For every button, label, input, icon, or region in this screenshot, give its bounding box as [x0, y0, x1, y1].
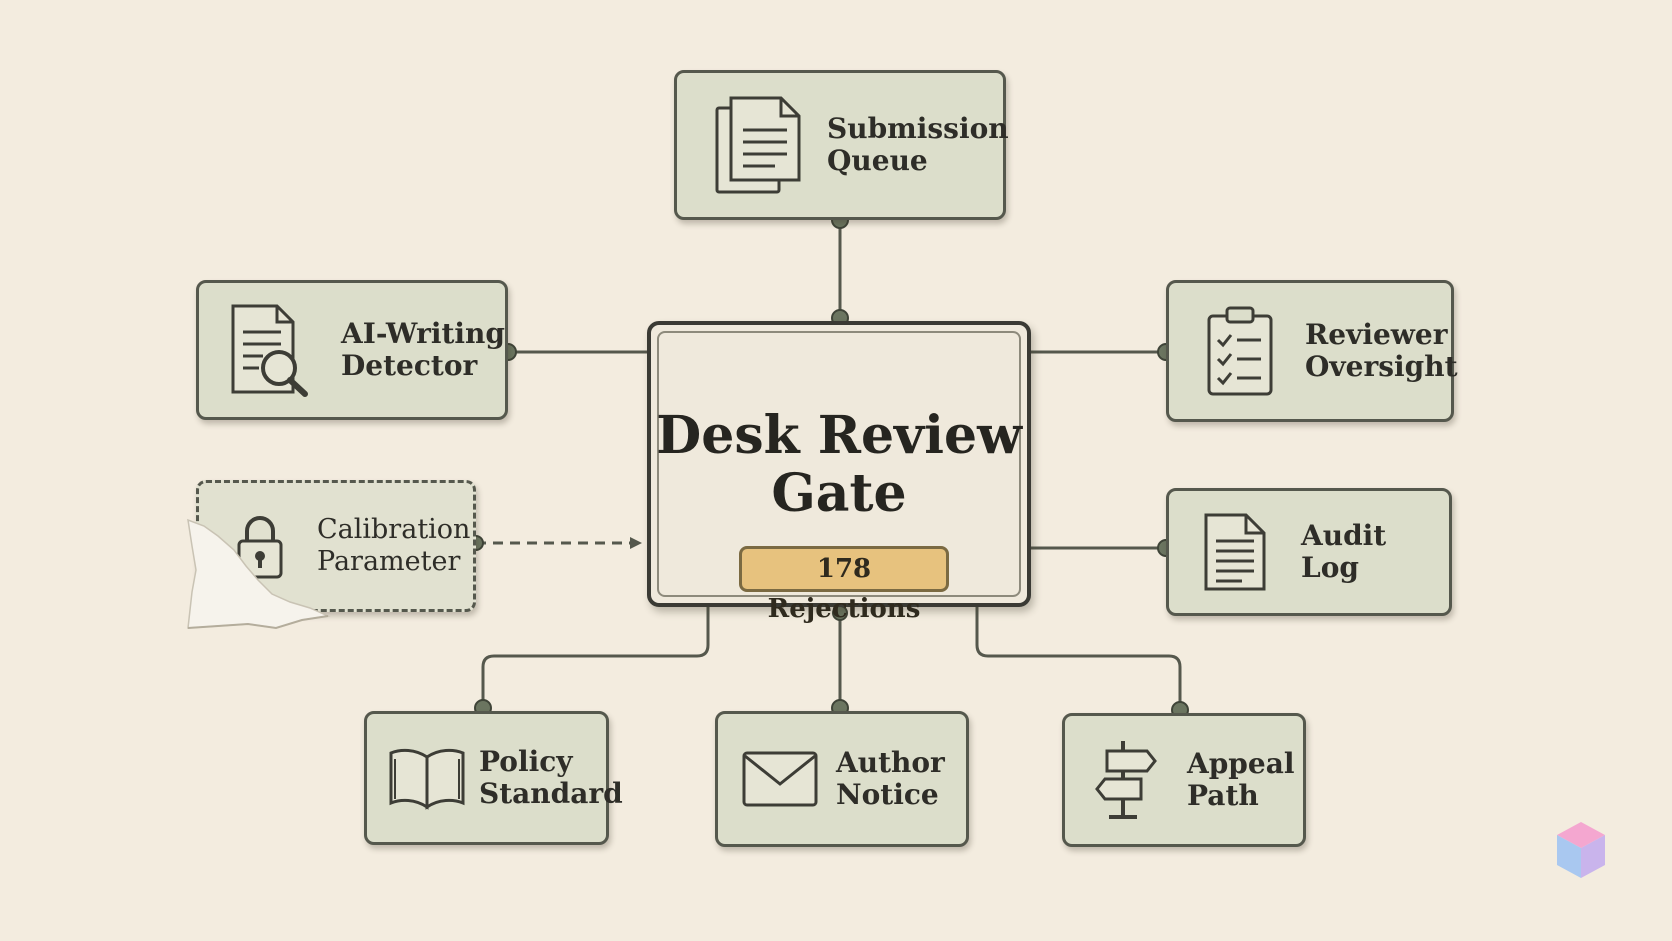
node-label-line2: Oversight — [1305, 350, 1458, 383]
node-reviewer-oversight[interactable]: Reviewer Oversight — [1166, 280, 1458, 422]
node-label-line1: Appeal — [1187, 747, 1295, 780]
node-author-notice[interactable]: Author Notice — [715, 711, 969, 847]
node-label-line2: Detector — [341, 349, 478, 382]
document-search-icon — [221, 302, 317, 398]
node-ai-writing-detector[interactable]: AI-Writing Detector — [196, 280, 508, 420]
clipboard-checklist-icon — [1197, 304, 1281, 398]
document-icon — [1197, 511, 1273, 593]
signpost-icon — [1091, 737, 1161, 823]
connector-gate-appeal — [975, 607, 1182, 710]
cube-logo-icon — [1557, 822, 1605, 878]
node-label-line1: Policy — [479, 745, 573, 778]
node-desk-review-gate[interactable]: Desk Review Gate 178 Rejections — [647, 321, 1031, 624]
node-label-line2: Parameter — [317, 546, 461, 577]
node-label-line1: Calibration — [317, 514, 471, 545]
node-label-line1: Submission — [827, 112, 1009, 145]
rejections-badge: 178 Rejections — [739, 546, 949, 624]
gate-title-line1: Desk Review — [656, 405, 1022, 466]
envelope-icon — [738, 750, 822, 808]
documents-icon — [703, 94, 815, 196]
node-label-line1: Audit Log — [1301, 519, 1387, 584]
node-submission-queue[interactable]: Submission Queue — [674, 70, 1009, 220]
node-label-line2: Path — [1187, 779, 1259, 812]
node-label-line1: AI-Writing — [341, 317, 505, 350]
gate-inner-frame — [657, 331, 1021, 597]
gate-title-line2: Gate — [771, 463, 907, 524]
node-audit-log[interactable]: Audit Log — [1166, 488, 1452, 616]
open-book-icon — [385, 745, 469, 811]
node-label-line2: Queue — [827, 144, 928, 177]
node-appeal-path[interactable]: Appeal Path — [1062, 713, 1306, 847]
gate-title: Desk Review Gate — [651, 407, 1027, 523]
connector-gate-policy — [481, 607, 710, 708]
node-calibration-parameter[interactable]: Calibration Parameter — [196, 480, 476, 612]
node-label-line1: Reviewer — [1305, 318, 1448, 351]
node-policy-standard[interactable]: Policy Standard — [364, 711, 623, 845]
torn-paper-corner — [187, 518, 331, 630]
node-label-line1: Author — [836, 746, 945, 779]
node-label-line2: Standard — [479, 777, 623, 810]
node-label-line2: Notice — [836, 778, 939, 811]
